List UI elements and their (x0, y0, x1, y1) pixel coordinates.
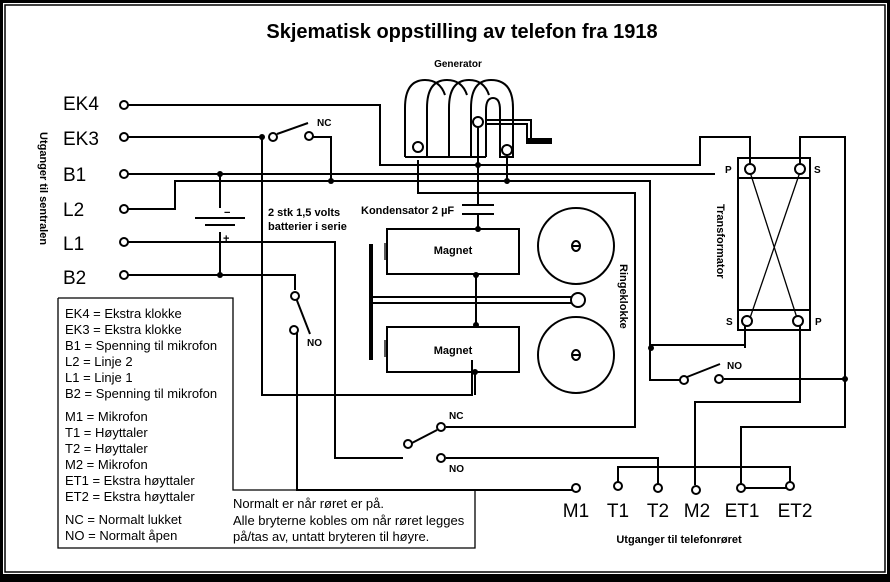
legend-item: ET1 = Ekstra høyttaler (65, 473, 195, 488)
diagram-title: Skjematisk oppstilling av telefon fra 19… (266, 21, 657, 43)
legend-item: B1 = Spenning til mikrofon (65, 338, 217, 353)
battery-plus: + (223, 233, 229, 245)
switch-label-no-right: NO (727, 361, 742, 372)
legend-item: T2 = Høyttaler (65, 441, 148, 456)
bottom-terminal-circles (571, 481, 795, 495)
bell-mechanism: Magnet Magnet Ringeklokke (369, 207, 629, 394)
legend-item: B2 = Spenning til mikrofon (65, 386, 217, 401)
left-terminal-circles (119, 100, 129, 280)
magnet-top-label: Magnet (434, 245, 473, 257)
transformer-p-top: P (725, 165, 732, 176)
switch-label-nc-bottom: NC (449, 411, 463, 422)
magnet-bottom-label: Magnet (434, 345, 473, 357)
legend-item: EK4 = Ekstra klokke (65, 306, 182, 321)
transformer-s-bottom: S (726, 317, 733, 328)
switch-no-b2: NO (289, 291, 322, 349)
legend-item: L1 = Linje 1 (65, 370, 133, 385)
note-line: på/tas av, untatt bryteren til høyre. (233, 529, 429, 544)
battery: − + 2 stk 1,5 volts batterier i serie (195, 207, 347, 245)
legend-item: T1 = Høyttaler (65, 425, 148, 440)
legend-item: ET2 = Ekstra høyttaler (65, 489, 195, 504)
switch-nc-bottom: NC NO (403, 411, 464, 475)
battery-label-line2: batterier i serie (268, 221, 347, 233)
transformer-p-bottom: P (815, 317, 822, 328)
transformer-s-top: S (814, 165, 821, 176)
legend-item: M1 = Mikrofon (65, 409, 148, 424)
transformer-label: Transformator (714, 204, 726, 279)
switch-no-right: NO (679, 361, 742, 385)
junction-dots (217, 134, 848, 382)
legend-item: NO = Normalt åpen (65, 528, 177, 543)
legend: EK4 = Ekstra klokke EK3 = Ekstra klokke … (57, 297, 476, 549)
generator-label: Generator (434, 59, 482, 70)
note-line: Normalt er når røret er på. (233, 496, 384, 511)
battery-label-line1: 2 stk 1,5 volts (268, 207, 340, 219)
switch-label-no: NO (307, 338, 322, 349)
terminal-label-l2: L2 (63, 200, 84, 221)
legend-item: EK3 = Ekstra klokke (65, 322, 182, 337)
terminal-label-l1: L1 (63, 234, 84, 255)
legend-item: L2 = Linje 2 (65, 354, 133, 369)
legend-item: M2 = Mikrofon (65, 457, 148, 472)
terminal-label-ek3: EK3 (63, 129, 99, 150)
capacitor-label: Kondensator 2 µF (361, 205, 454, 217)
switch-nc-ek3: NC (268, 118, 331, 142)
terminal-label-m1: M1 (563, 501, 589, 522)
bell-label: Ringeklokke (617, 264, 629, 329)
terminal-label-m2: M2 (684, 501, 710, 522)
transformer: P S S P Transformator (714, 157, 822, 348)
terminal-label-b2: B2 (63, 268, 86, 289)
battery-minus: − (224, 207, 230, 219)
terminal-label-b1: B1 (63, 165, 86, 186)
bottom-group-label: Utganger til telefonrøret (616, 534, 742, 546)
switch-label-no-bottom: NO (449, 464, 464, 475)
legend-item: NC = Normalt lukket (65, 512, 182, 527)
inner-border (4, 4, 886, 573)
switch-label-nc: NC (317, 118, 331, 129)
capacitor: Kondensator 2 µF (361, 204, 494, 217)
terminal-label-ek4: EK4 (63, 94, 99, 115)
wires (128, 104, 846, 491)
terminal-label-et1: ET1 (725, 501, 760, 522)
generator: Generator (404, 59, 552, 158)
border-gap (3, 3, 887, 574)
terminal-label-et2: ET2 (778, 501, 813, 522)
note-line: Alle bryterne kobles om når røret legges (233, 513, 465, 528)
left-group-label: Utganger til sentralen (37, 132, 49, 245)
terminal-label-t2: T2 (647, 501, 669, 522)
terminal-label-t1: T1 (607, 501, 629, 522)
